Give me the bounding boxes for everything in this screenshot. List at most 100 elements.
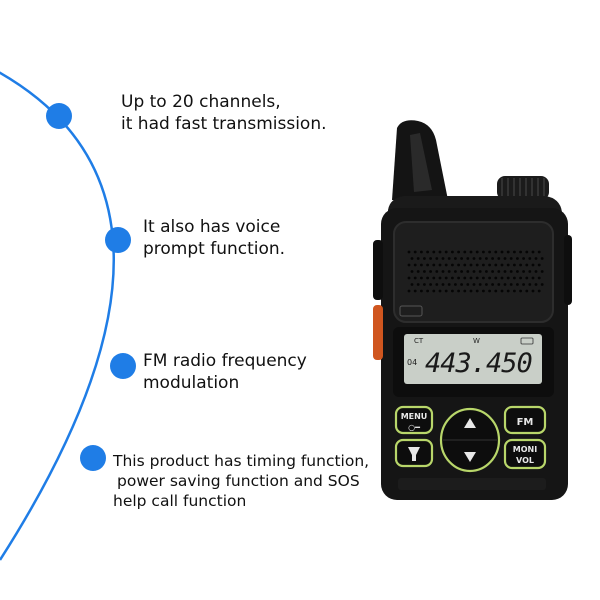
- feature-line: Up to 20 channels,: [121, 92, 281, 112]
- grille-hole: [407, 289, 411, 293]
- grille-hole: [506, 250, 510, 254]
- grille-hole: [537, 250, 541, 254]
- menu-key: [394, 405, 434, 435]
- grille-hole: [528, 283, 532, 286]
- grille-hole: [472, 257, 476, 260]
- grille-hole: [503, 283, 507, 286]
- grille-hole: [469, 263, 473, 267]
- grille-hole: [457, 250, 460, 254]
- brand-mark: [399, 305, 423, 317]
- speaker-grille: [407, 250, 544, 293]
- grille-hole: [516, 270, 519, 273]
- grille-hole: [447, 270, 451, 273]
- grille-hole: [423, 283, 426, 286]
- grille-hole: [407, 276, 411, 280]
- grille-hole: [416, 283, 420, 286]
- grille-hole: [478, 283, 482, 286]
- grille-hole: [426, 250, 429, 254]
- grille-hole: [534, 270, 538, 273]
- grille-hole: [469, 289, 473, 293]
- grille-hole: [451, 289, 454, 293]
- grille-hole: [531, 263, 535, 267]
- grille-hole: [522, 283, 525, 286]
- grille-hole: [413, 263, 417, 267]
- grille-hole: [475, 263, 479, 267]
- grille-hole: [494, 250, 498, 254]
- grille-hole: [463, 289, 467, 293]
- side-orange-button: [373, 305, 383, 360]
- grille-hole: [407, 263, 411, 267]
- grille-hole: [525, 250, 529, 254]
- grille-hole: [466, 270, 470, 273]
- grille-hole: [410, 257, 414, 260]
- grille-hole: [491, 270, 494, 273]
- grille-hole: [506, 263, 510, 267]
- grille-hole: [534, 283, 538, 286]
- grille-hole: [513, 289, 516, 293]
- grille-hole: [482, 263, 485, 267]
- grille-hole: [475, 276, 479, 280]
- grille-hole: [454, 283, 457, 286]
- grille-hole: [494, 289, 498, 293]
- moni-key-label: MONI: [513, 445, 537, 454]
- bullet-dot-4: [80, 445, 106, 471]
- volume-knob: [497, 176, 549, 200]
- grille-hole: [469, 276, 473, 280]
- grille-hole: [432, 263, 436, 267]
- grille-hole: [531, 250, 535, 254]
- grille-hole: [506, 289, 510, 293]
- grille-hole: [500, 263, 504, 267]
- grille-hole: [531, 289, 535, 293]
- grille-hole: [454, 270, 457, 273]
- grille-hole: [478, 270, 482, 273]
- arrow-down-icon: [464, 452, 476, 462]
- grille-hole: [478, 257, 482, 260]
- grille-hole: [497, 257, 501, 260]
- grille-hole: [491, 257, 494, 260]
- grille-hole: [500, 289, 504, 293]
- lcd-screen: [404, 334, 542, 384]
- grille-hole: [454, 257, 457, 260]
- lcd-frequency: 443.450: [425, 348, 532, 379]
- grille-hole: [426, 276, 429, 280]
- grille-hole: [441, 257, 445, 260]
- grille-hole: [441, 270, 445, 273]
- grille-hole: [413, 289, 417, 293]
- grille-hole: [469, 250, 473, 254]
- grille-hole: [435, 283, 439, 286]
- grille-hole: [460, 283, 463, 286]
- grille-hole: [420, 289, 423, 293]
- grille-hole: [426, 289, 429, 293]
- grille-hole: [519, 250, 522, 254]
- grille-hole: [413, 250, 417, 254]
- grille-hole: [506, 276, 510, 280]
- grille-hole: [488, 276, 491, 280]
- bullet-dot-1: [46, 103, 72, 129]
- menu-key-label: MENU: [401, 412, 428, 421]
- arrow-up-icon: [464, 418, 476, 428]
- grille-hole: [475, 250, 479, 254]
- grille-hole: [429, 257, 432, 260]
- grille-hole: [438, 263, 442, 267]
- fm-key: [503, 405, 547, 435]
- grille-hole: [516, 283, 519, 286]
- grille-hole: [519, 263, 522, 267]
- feature-line: it had fast transmission.: [121, 114, 327, 134]
- feature-channels: Up to 20 channels, it had fast transmiss…: [121, 91, 327, 135]
- grille-hole: [472, 283, 476, 286]
- grille-hole: [482, 276, 485, 280]
- grille-hole: [528, 257, 532, 260]
- grille-hole: [525, 289, 529, 293]
- grille-hole: [513, 276, 516, 280]
- grille-hole: [444, 289, 448, 293]
- feature-line: This product has timing function,: [113, 452, 370, 470]
- feature-line: prompt function.: [143, 239, 286, 259]
- grille-hole: [420, 263, 423, 267]
- feature-line: power saving function and SOS: [117, 472, 360, 490]
- grille-hole: [429, 283, 432, 286]
- grille-hole: [451, 263, 454, 267]
- grille-hole: [466, 283, 470, 286]
- grille-hole: [485, 257, 488, 260]
- grille-hole: [441, 283, 445, 286]
